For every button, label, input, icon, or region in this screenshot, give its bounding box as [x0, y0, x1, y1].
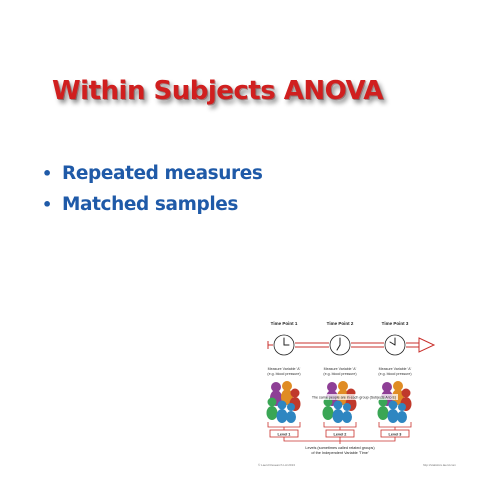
- time-point-label: Time Point 2: [327, 321, 354, 326]
- measure-note: (e.g. blood pressure): [323, 372, 356, 376]
- people-group-icon: [266, 381, 301, 423]
- people-group-icon: [322, 381, 357, 423]
- figure-footer-left: © Laerd Research Ltd 2013: [258, 463, 295, 467]
- time-point-label: Time Point 1: [271, 321, 298, 326]
- level-label: Level 3: [389, 433, 402, 437]
- measure-label: Measure Variable 'A': [324, 367, 357, 371]
- measure-label: Measure Variable 'A': [379, 367, 412, 371]
- repeated-measures-diagram: Time Point 1 Time Point 2 Time Point 3: [254, 318, 462, 470]
- level-bracket: [378, 422, 412, 428]
- bullet-dot-icon: •: [42, 195, 52, 214]
- time-point-label: Time Point 3: [382, 321, 409, 326]
- measure-note: (e.g. blood pressure): [378, 372, 411, 376]
- levels-caption: of the Independent Variable 'Time': [311, 451, 368, 455]
- bullet-item: • Matched samples: [42, 189, 263, 220]
- bullet-text: Matched samples: [62, 194, 239, 215]
- bullet-dot-icon: •: [42, 164, 52, 183]
- bullet-item: • Repeated measures: [42, 158, 263, 189]
- same-people-note: The same people are in each group (Subje…: [312, 396, 396, 400]
- people-group-icon: [377, 381, 412, 423]
- bullet-text: Repeated measures: [62, 163, 263, 184]
- level-bracket: [267, 422, 301, 428]
- levels-caption: Levels (sometimes called related groups): [305, 446, 375, 450]
- slide-title: Within Subjects ANOVA: [52, 76, 384, 106]
- diagram-svg: Time Point 1 Time Point 2 Time Point 3: [258, 321, 457, 467]
- measure-note: (e.g. blood pressure): [267, 372, 300, 376]
- timeline-arrowhead-icon: [418, 337, 436, 353]
- measure-label: Measure Variable 'A': [268, 367, 301, 371]
- level-bracket: [323, 422, 357, 428]
- level-label: Level 2: [334, 433, 347, 437]
- bullet-list: • Repeated measures • Matched samples: [42, 158, 263, 220]
- level-label: Level 1: [278, 433, 291, 437]
- figure-footer-right: http://statistics.laerd.com: [423, 463, 457, 467]
